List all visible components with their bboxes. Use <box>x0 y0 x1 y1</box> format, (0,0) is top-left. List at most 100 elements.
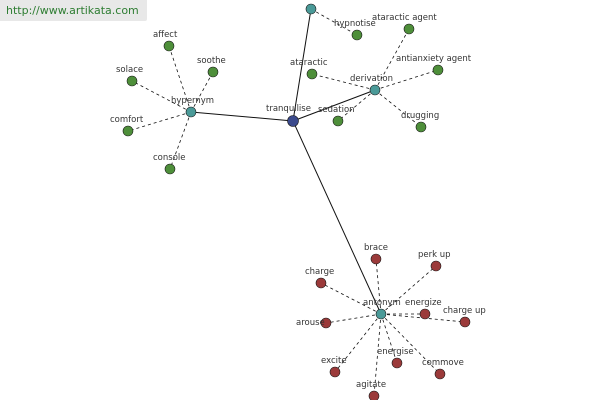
node-leaf-soothe-label: soothe <box>197 56 226 66</box>
node-leaf-charge[interactable]: charge <box>305 267 334 289</box>
node-leaf-solace-dot[interactable] <box>126 75 138 87</box>
node-leaf-antianxiety_agent-label: antianxiety agent <box>396 54 472 64</box>
node-leaf-energize[interactable]: energize <box>405 298 442 320</box>
node-leaf-agitate[interactable]: agitate <box>356 380 386 402</box>
node-leaf-energize-label: energize <box>405 298 442 308</box>
node-leaf-charge_up[interactable]: charge up <box>443 306 486 328</box>
node-leaf-console-label: console <box>153 153 185 163</box>
edge-ant-energise <box>380 313 398 364</box>
edge-layer <box>127 8 466 397</box>
node-leaf-excite-dot[interactable] <box>329 366 341 378</box>
node-leaf-energize-dot[interactable] <box>419 308 431 320</box>
edge-hyp-soothe <box>190 71 214 113</box>
node-leaf-comfort[interactable]: comfort <box>110 115 144 137</box>
node-leaf-drugging-label: drugging <box>401 111 439 121</box>
edge-hyp-console <box>169 111 192 170</box>
node-hub-ant[interactable]: antonym <box>363 298 401 320</box>
node-leaf-ataractic-label: ataractic <box>290 58 328 68</box>
node-leaf-drugging-dot[interactable] <box>415 121 427 133</box>
node-leaf-commove-dot[interactable] <box>434 368 446 380</box>
node-leaf-comfort-dot[interactable] <box>122 125 134 137</box>
node-leaf-solace-label: solace <box>116 65 143 75</box>
node-leaf-ataractic_agent[interactable]: ataractic agent <box>372 13 437 35</box>
node-hub-top[interactable] <box>305 3 317 15</box>
node-hub-hyp-dot[interactable] <box>185 106 197 118</box>
node-hub-ant-dot[interactable] <box>375 308 387 320</box>
edge-root-ant <box>292 120 382 315</box>
node-leaf-commove-label: commove <box>422 358 464 368</box>
node-leaf-sedation-label: sedation <box>318 105 355 115</box>
node-root-dot[interactable] <box>287 115 299 127</box>
node-leaf-arouse-label: arouse <box>296 318 325 328</box>
node-leaf-antianxiety_agent[interactable]: antianxiety agent <box>396 54 472 76</box>
node-leaf-drugging[interactable]: drugging <box>401 111 439 133</box>
node-leaf-energise-dot[interactable] <box>391 357 403 369</box>
node-leaf-console-dot[interactable] <box>164 163 176 175</box>
node-leaf-console[interactable]: console <box>153 153 185 175</box>
edge-hyp-solace <box>131 80 192 113</box>
edge-ant-excite <box>334 313 382 373</box>
node-hub-top-dot[interactable] <box>305 3 317 15</box>
node-leaf-ataractic_agent-dot[interactable] <box>403 23 415 35</box>
edge-der-drugging <box>374 89 422 128</box>
edge-top-hypnotise <box>310 8 358 36</box>
node-hub-hyp-label: hypernym <box>171 96 214 106</box>
edge-ant-charge <box>320 282 382 315</box>
node-leaf-charge-label: charge <box>305 267 334 277</box>
node-root-label: tranquilise <box>266 104 311 114</box>
node-leaf-arouse-dot[interactable] <box>320 317 332 329</box>
node-hub-der-label: derivation <box>350 74 393 84</box>
edge-ant-arouse <box>325 313 382 324</box>
node-leaf-hypnotise[interactable]: hypnotise <box>334 19 376 41</box>
node-leaf-antianxiety_agent-dot[interactable] <box>432 64 444 76</box>
node-leaf-comfort-label: comfort <box>110 115 144 125</box>
node-leaf-ataractic[interactable]: ataractic <box>290 58 328 80</box>
node-leaf-ataractic_agent-label: ataractic agent <box>372 13 437 23</box>
node-leaf-charge_up-dot[interactable] <box>459 316 471 328</box>
node-leaf-arouse[interactable]: arouse <box>296 317 332 329</box>
node-hub-hyp[interactable]: hypernym <box>171 96 214 118</box>
edge-der-sedation <box>337 89 376 122</box>
node-leaf-excite[interactable]: excite <box>321 356 347 378</box>
node-leaf-hypnotise-dot[interactable] <box>351 29 363 41</box>
node-leaf-solace[interactable]: solace <box>116 65 143 87</box>
edge-ant-commove <box>380 313 441 375</box>
node-leaf-soothe[interactable]: soothe <box>197 56 226 78</box>
node-leaf-soothe-dot[interactable] <box>207 66 219 78</box>
node-leaf-agitate-label: agitate <box>356 380 386 390</box>
node-root[interactable]: tranquilise <box>266 104 311 127</box>
node-hub-der[interactable]: derivation <box>350 74 393 96</box>
edge-root-der <box>292 89 376 122</box>
node-leaf-agitate-dot[interactable] <box>368 390 380 402</box>
node-leaf-sedation[interactable]: sedation <box>318 105 355 127</box>
node-hub-der-dot[interactable] <box>369 84 381 96</box>
node-leaf-brace[interactable]: brace <box>364 243 388 265</box>
node-leaf-brace-dot[interactable] <box>370 253 382 265</box>
edge-ant-agitate <box>373 313 382 397</box>
node-leaf-excite-label: excite <box>321 356 347 366</box>
node-leaf-charge-dot[interactable] <box>315 277 327 289</box>
edge-der-antianxiety_agent <box>374 69 439 91</box>
node-leaf-affect-dot[interactable] <box>163 40 175 52</box>
node-hub-ant-label: antonym <box>363 298 401 308</box>
node-leaf-perk_up-label: perk up <box>418 250 451 260</box>
edge-root-hyp <box>190 111 294 122</box>
node-leaf-charge_up-label: charge up <box>443 306 486 316</box>
node-leaf-energise-label: energise <box>377 347 414 357</box>
node-leaf-brace-label: brace <box>364 243 388 253</box>
edge-der-ataractic <box>311 73 376 91</box>
site-url-watermark[interactable]: http://www.artikata.com <box>0 0 147 21</box>
node-leaf-energise[interactable]: energise <box>377 347 414 369</box>
node-layer: tranquilise hypernym derivation antonym affe… <box>110 3 486 402</box>
node-leaf-perk_up[interactable]: perk up <box>418 250 451 272</box>
node-leaf-sedation-dot[interactable] <box>332 115 344 127</box>
edge-ant-perk_up <box>380 265 437 315</box>
node-leaf-commove[interactable]: commove <box>422 358 464 380</box>
edge-root-top <box>292 8 312 122</box>
node-leaf-ataractic-dot[interactable] <box>306 68 318 80</box>
node-leaf-perk_up-dot[interactable] <box>430 260 442 272</box>
node-leaf-affect[interactable]: affect <box>153 30 178 52</box>
node-leaf-affect-label: affect <box>153 30 178 40</box>
